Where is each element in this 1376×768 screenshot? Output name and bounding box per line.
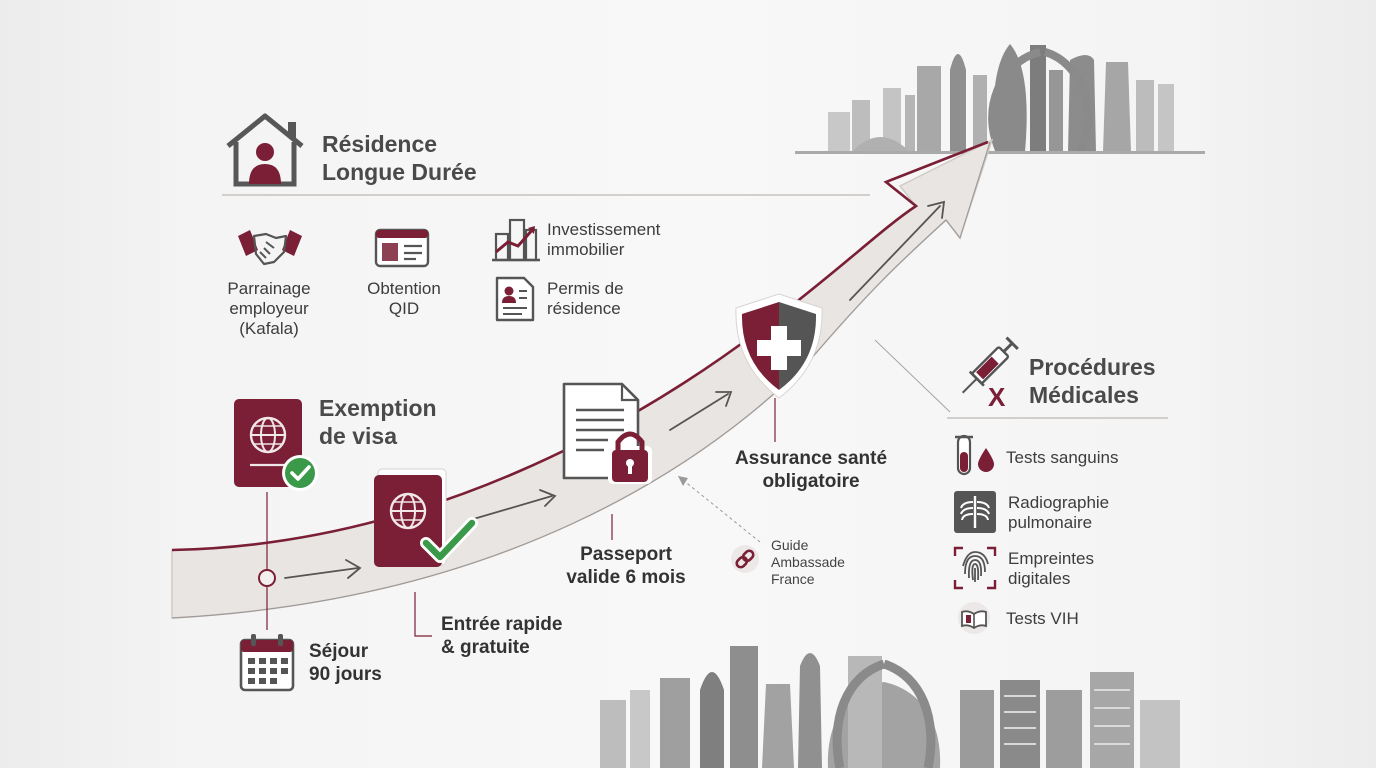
passport-label: Passeport valide 6 mois [566,544,686,588]
calendar-icon [238,632,296,699]
fingerprint-label: Empreintes digitales [1008,549,1094,588]
blood-label: Tests sanguins [1006,448,1119,467]
blood-test-icon [954,434,998,481]
stay-label: Séjour 90 jours [309,641,382,685]
skyline-bottom [600,646,1180,768]
hiv-label: Tests VIH [1006,609,1079,628]
document-person-icon [494,275,536,328]
guide-link[interactable]: Guide Ambassade France [771,537,845,587]
progress-arrow [171,138,994,619]
document-lock-icon [560,380,660,493]
fingerprint-icon [953,546,997,595]
id-card-icon [374,228,430,273]
handshake-icon [236,226,304,275]
skyline-top [795,44,1205,154]
connector-medical [874,339,951,413]
xray-label: Radiographie pulmonaire [1008,493,1110,532]
insurance-label: Assurance santé obligatoire [734,448,888,492]
syringe-icon: X [946,328,1026,413]
invest-label: Investissement immobilier [547,220,661,259]
timeline-connectors [266,398,776,637]
link-icon[interactable] [730,544,760,579]
passport-check-icon [372,467,482,576]
medical-title: Procédures Médicales [1029,354,1156,408]
residence-title: Résidence Longue Durée [322,131,477,185]
svg-text:X: X [988,382,1006,412]
passport-icon [232,397,322,498]
timeline-node [258,569,276,587]
xray-icon [953,490,997,539]
sponsor-label: Parrainage employeur (Kafala) [227,279,311,338]
book-icon [956,602,992,639]
permit-label: Permis de résidence [547,279,624,318]
visa-title: Exemption de visa [319,395,437,449]
house-icon [222,110,308,193]
entry-label: Entrée rapide & gratuite [441,614,563,658]
qid-label: Obtention QID [367,279,441,318]
building-growth-icon [492,212,540,267]
shield-cross-icon [732,292,826,405]
